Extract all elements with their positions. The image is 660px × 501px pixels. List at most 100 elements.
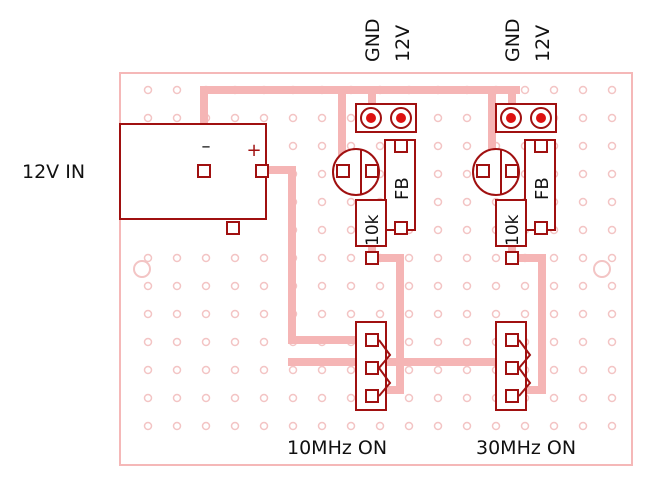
board-hole [201,281,211,291]
slide-switch-2-contact [518,367,532,397]
board-hole [607,169,617,179]
polarity-plus-label: + [246,140,261,161]
board-hole [433,337,443,347]
board-hole [433,253,443,263]
board-hole [172,281,182,291]
board-hole [404,253,414,263]
dc-jack-pad-sleeve [226,221,240,235]
board-hole [375,309,385,319]
mounting-hole-left [133,260,151,278]
board-hole [201,337,211,347]
board-hole [143,421,153,431]
board-hole [172,337,182,347]
slide-switch-1-contact [378,367,392,397]
board-hole [549,421,559,431]
board-hole [375,141,385,151]
switch-2-label: 30MHz ON [476,437,576,459]
board-hole [578,421,588,431]
slide-switch-1-pad [365,361,379,375]
board-hole [607,365,617,375]
board-hole [230,421,240,431]
board-hole [201,393,211,403]
board-hole [578,309,588,319]
resistor-1-pad [365,251,379,265]
board-hole [375,281,385,291]
slide-switch-1-pad [365,333,379,347]
board-hole [578,253,588,263]
oscillator-circuit-1: GND 12V FB 10k 10MHz ON [287,18,417,459]
board-hole [259,337,269,347]
board-hole [433,225,443,235]
board-hole [549,253,559,263]
board-hole [317,253,327,263]
mounting-hole-right [593,260,611,278]
board-hole [259,421,269,431]
board-hole [230,281,240,291]
board-hole [607,141,617,151]
board-hole [578,337,588,347]
board-hole [346,225,356,235]
board-hole [172,421,182,431]
board-hole [491,281,501,291]
dc-input-jack: – + [119,123,269,235]
board-hole [433,197,443,207]
ferrite-bead-1-label: FB [392,177,413,200]
switch-1-label: 10MHz ON [287,437,387,459]
board-hole [143,309,153,319]
board-hole [433,169,443,179]
slide-switch-1-pad [365,389,379,403]
board-hole [549,281,559,291]
board-hole [288,393,298,403]
board-hole [607,337,617,347]
slide-switch-2-pad [505,389,519,403]
board-hole [201,253,211,263]
transistor-1-pad [336,164,350,178]
board-hole [288,113,298,123]
board-hole [346,197,356,207]
board-hole [433,309,443,319]
board-hole [143,365,153,375]
board-hole [549,85,559,95]
board-hole [462,197,472,207]
board-hole [433,141,443,151]
board-hole [607,113,617,123]
board-hole [172,393,182,403]
board-hole [346,309,356,319]
board-hole [462,253,472,263]
board-hole [143,337,153,347]
ferrite-bead-2-pad [534,221,548,235]
resistor-2 [495,199,527,247]
board-hole [172,309,182,319]
board-hole [317,197,327,207]
board-hole [578,393,588,403]
board-hole [288,141,298,151]
dc-jack-pad-plus [255,164,269,178]
board-hole [404,337,414,347]
dc-jack-body [119,123,267,220]
board-hole [404,365,414,375]
v12-feed-trace [258,166,296,344]
board-hole [433,393,443,403]
board-hole [462,169,472,179]
polarity-minus-label: – [202,136,211,157]
board-hole [317,281,327,291]
board-hole [462,141,472,151]
header-1-12v-pad [396,113,406,123]
transistor-2-pad [476,164,490,178]
board-hole [288,365,298,375]
slide-switch-2-contact [518,339,532,369]
header-2-gnd-pad [506,113,516,123]
board-hole [317,113,327,123]
board-hole [607,309,617,319]
board-hole [491,253,501,263]
board-hole [317,225,327,235]
board-hole [375,421,385,431]
board-hole [520,85,530,95]
board-hole [143,393,153,403]
dc-jack-pad-minus [197,164,211,178]
transistor-2-pad [505,164,519,178]
slide-switch-2-pad [505,361,519,375]
board-hole [259,113,269,123]
board-hole [462,365,472,375]
resistor-2-label: 10k [503,214,523,246]
